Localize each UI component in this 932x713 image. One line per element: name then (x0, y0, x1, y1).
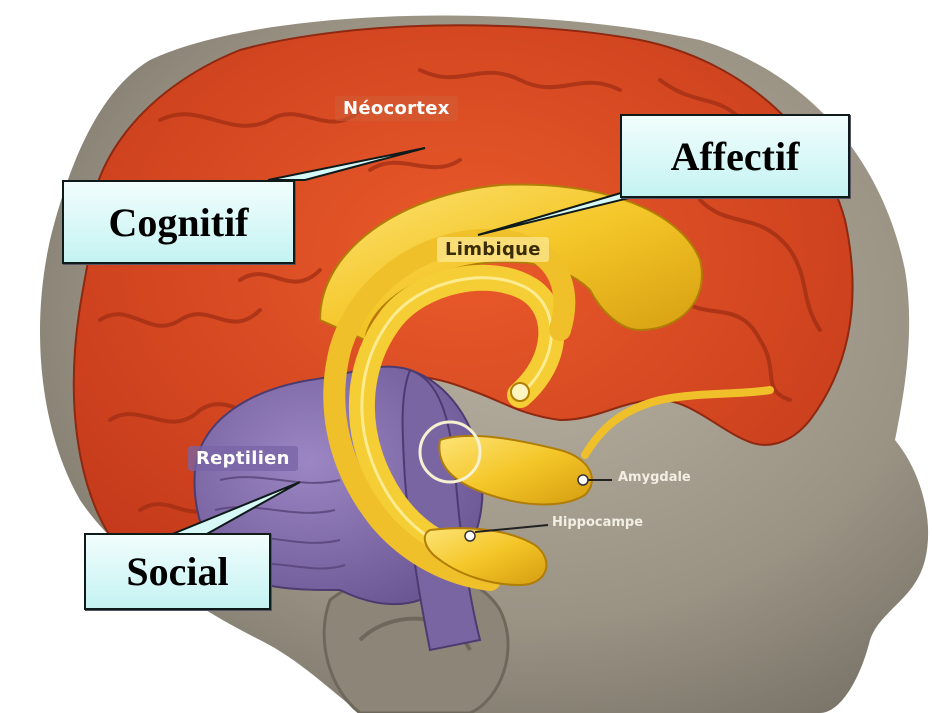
mammillary-body (511, 383, 529, 401)
amygdale-pointer-dot (578, 475, 588, 485)
social-callout: Social (84, 533, 271, 610)
amygdale-label: Amygdale (618, 470, 691, 485)
limbique-label: Limbique (437, 237, 549, 262)
affectif-callout: Affectif (620, 114, 850, 198)
hippocampe-pointer-dot (465, 531, 475, 541)
cognitif-callout: Cognitif (62, 180, 295, 264)
reptilien-label: Reptilien (188, 446, 298, 471)
neocortex-label: Néocortex (335, 96, 458, 121)
hippocampe-label: Hippocampe (552, 515, 643, 530)
